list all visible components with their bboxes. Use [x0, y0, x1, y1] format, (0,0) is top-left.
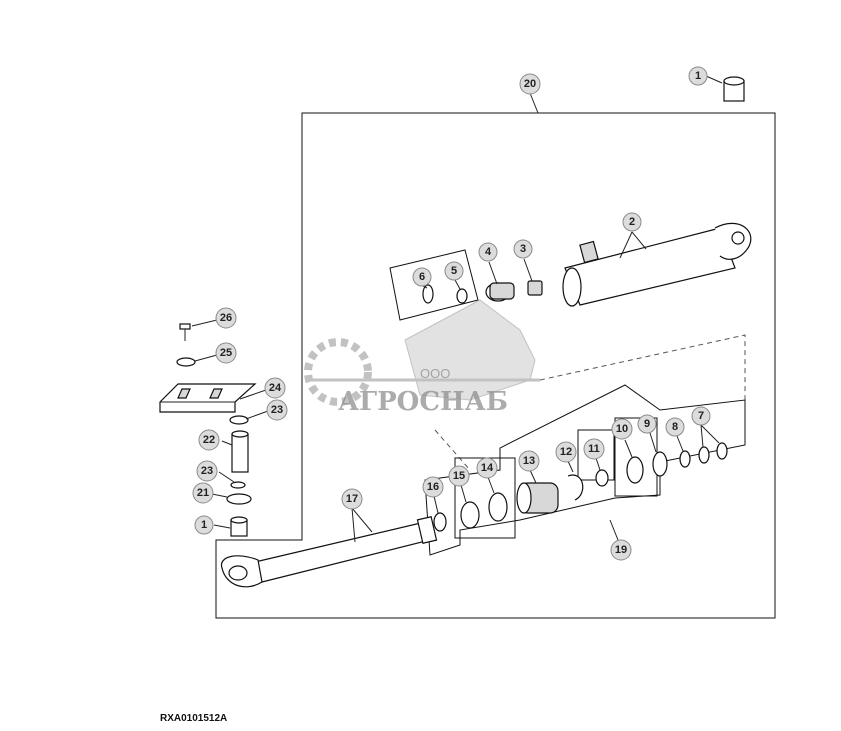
svg-text:21: 21 — [197, 487, 209, 499]
snap-ring-23a — [229, 415, 249, 425]
ring-9 — [652, 451, 668, 477]
svg-text:22: 22 — [203, 434, 215, 446]
ring-14 — [488, 492, 508, 522]
bushing-1-top — [723, 76, 745, 102]
callout-22: 22 — [198, 429, 220, 451]
svg-text:15: 15 — [453, 470, 465, 482]
callout-13: 13 — [518, 450, 540, 472]
callout-8: 8 — [665, 417, 685, 437]
svg-text:14: 14 — [481, 462, 494, 474]
svg-text:12: 12 — [560, 446, 572, 458]
sub-box — [389, 249, 479, 321]
callout-11: 11 — [583, 438, 605, 460]
svg-text:17: 17 — [346, 493, 358, 505]
seal-6 — [422, 284, 434, 304]
svg-text:3: 3 — [520, 243, 526, 255]
callout-5: 5 — [444, 261, 464, 281]
ring-16 — [433, 512, 447, 532]
svg-text:23: 23 — [271, 404, 283, 416]
bolt-26 — [179, 323, 191, 341]
dashed-guide — [434, 429, 471, 471]
svg-text:2: 2 — [629, 216, 635, 228]
svg-text:25: 25 — [220, 347, 232, 359]
ring-7a — [698, 446, 710, 464]
callout-26: 26 — [215, 307, 237, 329]
callout-1-lower: 1 — [194, 515, 214, 535]
svg-text:16: 16 — [427, 481, 439, 493]
ring-11 — [595, 469, 609, 487]
leader-lines — [191, 75, 723, 543]
watermark-ooo: ООО — [420, 366, 450, 381]
bushing-1-lower — [230, 516, 248, 537]
callout-3: 3 — [513, 239, 533, 259]
watermark-company-name: АГРОСНАБ — [338, 387, 508, 417]
pin-22 — [231, 430, 249, 473]
ring-15 — [460, 501, 480, 529]
cylinder-barrel — [562, 222, 752, 307]
svg-text:24: 24 — [269, 382, 282, 394]
callout-7: 7 — [691, 406, 711, 426]
callout-6: 6 — [412, 267, 432, 287]
svg-text:20: 20 — [524, 78, 536, 90]
washer-21 — [226, 493, 252, 505]
callout-23-upper: 23 — [266, 399, 288, 421]
callout-2: 2 — [622, 212, 642, 232]
callout-16: 16 — [422, 476, 444, 498]
callout-15: 15 — [448, 465, 470, 487]
svg-text:1: 1 — [695, 70, 701, 82]
figure-id: RXA0101512A — [160, 713, 228, 724]
washer-25 — [176, 357, 196, 367]
ring-8 — [679, 450, 691, 468]
svg-text:4: 4 — [485, 246, 492, 258]
callout-10: 10 — [611, 418, 633, 440]
svg-text:1: 1 — [201, 519, 207, 531]
svg-text:8: 8 — [672, 421, 678, 433]
svg-text:13: 13 — [523, 455, 535, 467]
callout-24: 24 — [264, 377, 286, 399]
assembly-frame-20 — [215, 112, 776, 619]
callout-14: 14 — [476, 457, 498, 479]
callout-9: 9 — [637, 414, 657, 434]
callout-17: 17 — [341, 488, 363, 510]
callout-25: 25 — [215, 342, 237, 364]
svg-text:5: 5 — [451, 265, 457, 277]
svg-text:6: 6 — [419, 271, 425, 283]
svg-text:11: 11 — [588, 443, 600, 455]
svg-text:9: 9 — [644, 418, 650, 430]
snap-ring-23b — [230, 481, 246, 489]
plate-24 — [159, 383, 257, 413]
callout-20: 20 — [519, 73, 541, 95]
ring-10 — [626, 456, 644, 484]
callout-4: 4 — [478, 242, 498, 262]
seal-5 — [456, 288, 468, 304]
svg-text:23: 23 — [201, 465, 213, 477]
svg-text:26: 26 — [220, 312, 232, 324]
piston-rod — [220, 516, 438, 588]
callout-23-lower: 23 — [196, 460, 218, 482]
gland-4 — [485, 282, 515, 302]
svg-text:19: 19 — [615, 544, 627, 556]
nut-3 — [527, 280, 543, 296]
callout-21: 21 — [192, 482, 214, 504]
ring-12 — [567, 474, 584, 501]
callout-1-top: 1 — [688, 66, 708, 86]
ring-7b — [716, 442, 728, 460]
piston-13 — [516, 482, 559, 514]
callout-19: 19 — [610, 539, 632, 561]
svg-text:7: 7 — [698, 410, 704, 422]
callout-12: 12 — [555, 441, 577, 463]
svg-text:10: 10 — [616, 423, 628, 435]
watermark-logo — [304, 299, 540, 406]
